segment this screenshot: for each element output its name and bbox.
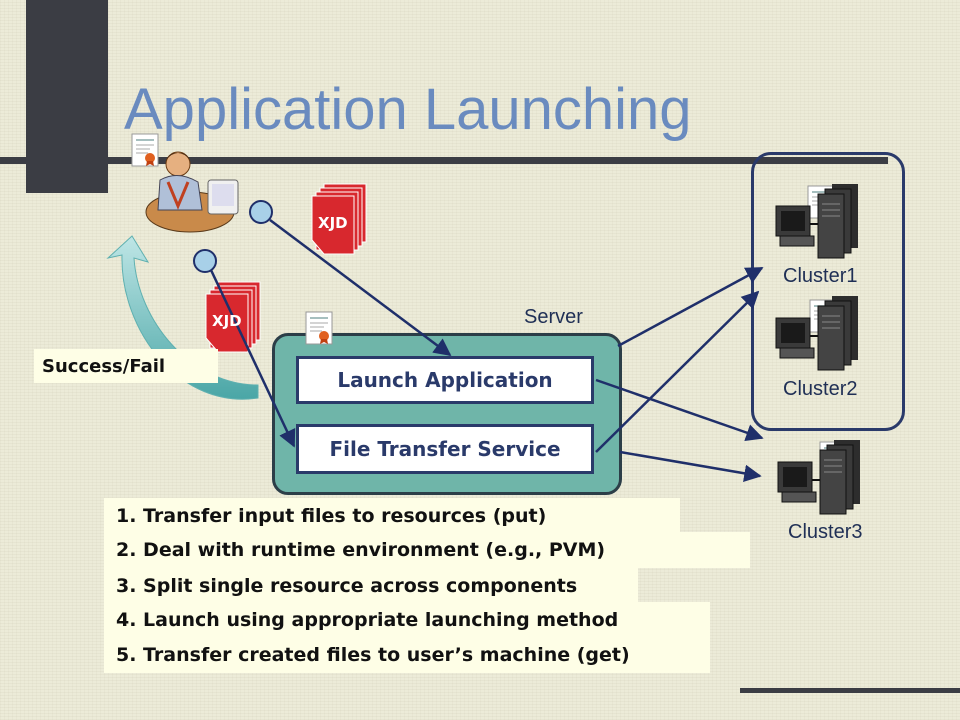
page-title: Application Launching (124, 77, 692, 142)
arrow-server-to-cluster2 (595, 290, 760, 453)
server-label: Server (524, 306, 583, 328)
xjd-label: XJD (318, 214, 348, 232)
cluster1-label: Cluster1 (783, 265, 858, 287)
certificate-icon (131, 133, 159, 167)
cluster2-label: Cluster2 (783, 378, 858, 400)
connector-circle (249, 200, 273, 224)
file-transfer-service-box: File Transfer Service (296, 424, 594, 474)
arrow-server-to-cluster3-b (619, 450, 762, 482)
success-fail-label: Success/Fail (34, 349, 218, 383)
arrow-server-to-cluster3-a (595, 378, 764, 442)
cluster3-label: Cluster3 (788, 521, 863, 543)
arrow-user-to-transfer (209, 269, 296, 448)
arrow-user-to-launch (269, 219, 452, 357)
server-cluster-icon (777, 439, 861, 515)
step-item: 3. Split single resource across componen… (104, 568, 638, 604)
user-at-desk-icon (145, 151, 239, 233)
connector-circle (193, 249, 217, 273)
decor-bottom-rule (740, 688, 960, 693)
arrow-server-to-cluster1 (617, 266, 764, 348)
step-item: 1. Transfer input files to resources (pu… (104, 498, 680, 534)
launch-application-box: Launch Application (296, 356, 594, 404)
step-item: 5. Transfer created files to user’s mach… (104, 637, 710, 673)
decor-horizontal-rule (0, 157, 888, 164)
step-item: 2. Deal with runtime environment (e.g., … (104, 532, 750, 568)
certificate-icon (305, 311, 333, 345)
xjd-label: XJD (212, 312, 242, 330)
step-item: 4. Launch using appropriate launching me… (104, 602, 710, 638)
